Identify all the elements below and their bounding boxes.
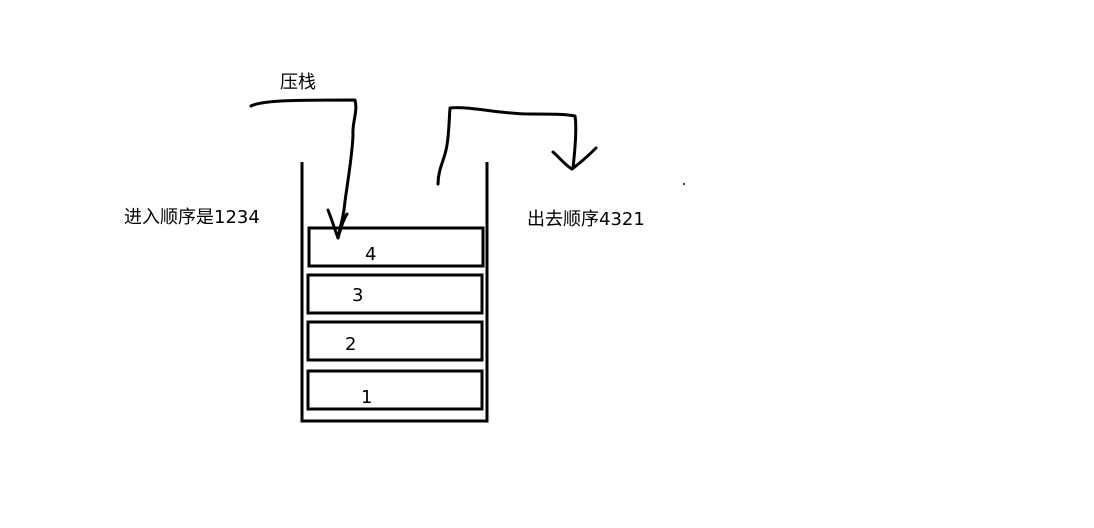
stack-slot-2 bbox=[306, 320, 484, 362]
stack-slot-3 bbox=[306, 273, 484, 315]
stack-item-label: 1 bbox=[361, 387, 373, 408]
stray-dot bbox=[683, 183, 685, 185]
push-arrow-head-icon bbox=[326, 208, 349, 240]
in-order-label: 进入顺序是1234 bbox=[124, 207, 260, 228]
stack-slot-4 bbox=[307, 226, 485, 268]
out-order-label: 出去顺序4321 bbox=[527, 209, 645, 230]
stack-item-label: 3 bbox=[352, 285, 364, 306]
stack-item-label: 2 bbox=[345, 334, 357, 355]
pop-arrow bbox=[436, 106, 578, 186]
stack-item-label: 4 bbox=[365, 244, 377, 265]
stack-container bbox=[300, 162, 489, 423]
push-label: 压栈 bbox=[280, 72, 316, 93]
pop-arrow-head-icon bbox=[551, 146, 598, 171]
push-arrow bbox=[249, 98, 358, 240]
stack-slot-1 bbox=[306, 369, 484, 411]
